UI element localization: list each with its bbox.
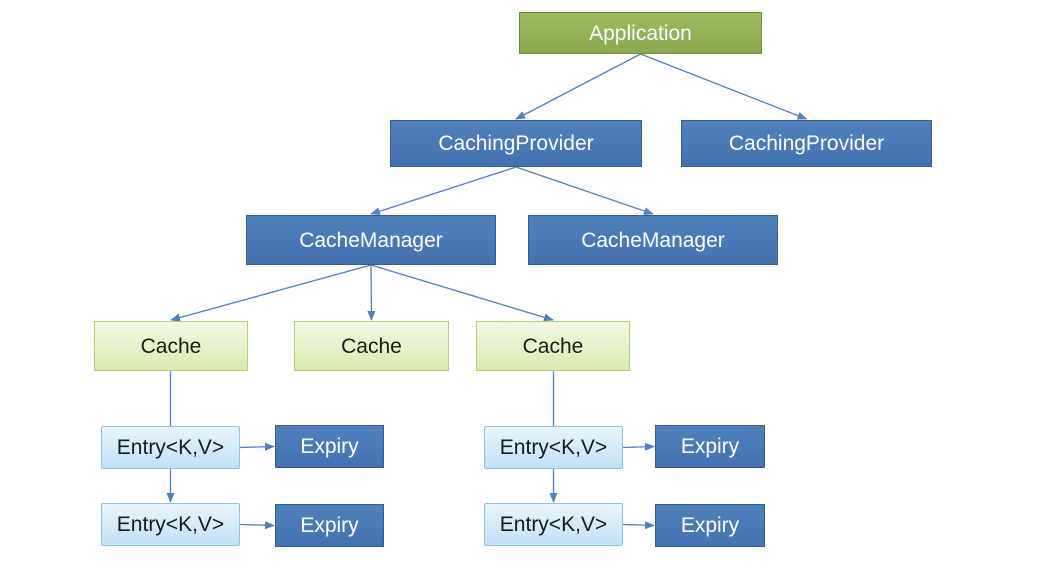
caching-provider-node: CachingProvider: [681, 120, 932, 167]
caching-provider-node: CachingProvider: [390, 120, 642, 167]
edge-application-to-caching_provider_1: [515, 53, 641, 120]
expiry-node: Expiry: [275, 504, 384, 547]
edge-cache_manager_1-to-cache_2: [367, 264, 376, 321]
expiry-node: Expiry: [275, 425, 384, 468]
application-node: Application: [519, 12, 762, 54]
cache-node: Cache: [294, 321, 449, 371]
cache-manager-node: CacheManager: [528, 215, 778, 265]
edge-entry_4-to-expiry_4: [622, 521, 655, 530]
entry-node: Entry<K,V>: [484, 426, 623, 469]
edge-entry_2-to-expiry_2: [239, 521, 275, 530]
entry-node: Entry<K,V>: [101, 503, 240, 546]
cache-node: Cache: [94, 321, 248, 371]
edge-cache_manager_1-to-cache_1: [170, 264, 372, 322]
entry-node: Entry<K,V>: [101, 426, 240, 469]
expiry-node: Expiry: [655, 425, 765, 468]
expiry-node: Expiry: [655, 504, 765, 547]
edge-entry_1-to-expiry_1: [239, 442, 275, 451]
cache-manager-node: CacheManager: [246, 215, 496, 265]
edge-entry_3-to-expiry_3: [622, 442, 655, 451]
edge-caching_provider_1-to-cache_manager_2: [515, 166, 654, 215]
cache-node: Cache: [476, 321, 630, 371]
edge-cache_manager_1-to-cache_3: [370, 264, 554, 322]
edge-caching_provider_1-to-cache_manager_1: [370, 166, 517, 216]
entry-node: Entry<K,V>: [484, 503, 623, 546]
edge-application-to-caching_provider_2: [640, 53, 808, 120]
